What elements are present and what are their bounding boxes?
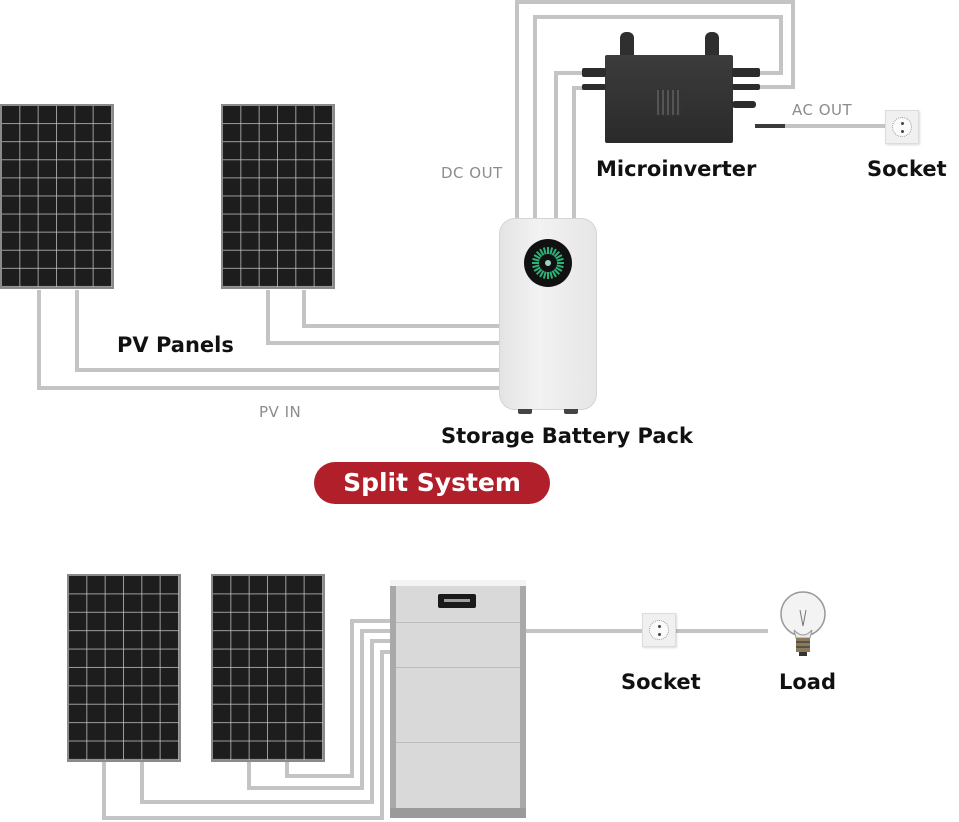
ac-out-label: AC OUT bbox=[792, 101, 853, 119]
battery-ring-tick bbox=[533, 266, 541, 272]
ac-wire-b2 bbox=[676, 629, 768, 633]
pv-wire-1 bbox=[37, 386, 500, 390]
split-system-badge: Split System bbox=[314, 462, 550, 504]
dc-wire-outer bbox=[515, 0, 795, 4]
battery-status-display bbox=[524, 239, 572, 287]
pv-wire-b4 bbox=[285, 760, 289, 778]
socket-label-top: Socket bbox=[867, 157, 947, 181]
pv-in-label: PV IN bbox=[259, 403, 302, 421]
battery-ring-tick bbox=[549, 247, 554, 255]
socket-top bbox=[885, 110, 919, 144]
pv-wire-b1 bbox=[102, 816, 384, 820]
battery-ring-tick bbox=[539, 248, 545, 256]
pv-wire-b4 bbox=[350, 619, 392, 623]
pv-panel-2 bbox=[221, 104, 335, 289]
pv-wire-b1 bbox=[102, 760, 106, 820]
pv-wire-1 bbox=[37, 290, 41, 390]
microinverter-connector bbox=[732, 68, 760, 77]
ac-out-wire bbox=[785, 124, 885, 128]
microinverter-heatsink bbox=[657, 90, 681, 115]
microinverter-connector bbox=[582, 68, 606, 77]
battery-ring-tick bbox=[532, 257, 540, 262]
battery-ring-tick bbox=[555, 266, 563, 272]
dc-out-label: DC OUT bbox=[441, 164, 503, 182]
pv-wire-b2 bbox=[370, 639, 374, 804]
battery-ring-tick bbox=[549, 271, 554, 279]
pv-wire-b3 bbox=[360, 629, 392, 633]
battery-ring-tick bbox=[551, 270, 557, 278]
pv-wire-b1 bbox=[380, 650, 392, 654]
battery-ring-tick bbox=[556, 264, 564, 269]
battery-ring-tick bbox=[533, 254, 541, 260]
pv-panel-1 bbox=[0, 104, 114, 289]
microinverter-connector bbox=[732, 84, 760, 90]
dc-wire-outer bbox=[515, 0, 519, 220]
ac-cable-dark bbox=[755, 124, 785, 128]
pv-wire-b2 bbox=[370, 639, 392, 643]
battery-ring-tick bbox=[542, 271, 547, 279]
pv-wire-b2 bbox=[140, 800, 374, 804]
socket-label-bottom: Socket bbox=[621, 670, 701, 694]
pv-panel-4 bbox=[211, 574, 325, 762]
battery-ring-tick bbox=[542, 247, 547, 255]
pv-wire-3 bbox=[266, 290, 270, 345]
battery-ring-tick bbox=[535, 250, 543, 258]
dc-wire-inner bbox=[779, 15, 783, 75]
pv-wire-b4 bbox=[285, 774, 353, 778]
all-in-one-battery bbox=[390, 580, 526, 818]
pv-wire-2 bbox=[75, 368, 500, 372]
microinverter-connector bbox=[582, 84, 606, 90]
dc-wire-inner bbox=[760, 71, 783, 75]
dc-wire-4 bbox=[572, 86, 576, 220]
dc-wire-outer bbox=[760, 85, 795, 89]
pv-wire-b2 bbox=[140, 760, 144, 804]
dc-wire-inner bbox=[533, 15, 537, 220]
battery-ring-tick bbox=[532, 264, 540, 269]
socket-icon bbox=[892, 117, 912, 137]
pv-wire-b3 bbox=[360, 629, 364, 790]
battery-ring-tick bbox=[556, 257, 564, 262]
pv-wire-4 bbox=[302, 290, 306, 328]
storage-battery-pack-label: Storage Battery Pack bbox=[441, 424, 693, 448]
dc-wire-3 bbox=[554, 71, 558, 220]
battery-ring-tick bbox=[555, 254, 563, 260]
battery-ring-tick bbox=[553, 268, 561, 276]
battery-screen bbox=[438, 594, 476, 608]
battery-ring-icon bbox=[532, 247, 564, 279]
pv-wire-b3 bbox=[247, 786, 363, 790]
storage-battery-pack bbox=[499, 218, 597, 414]
microinverter-connector bbox=[732, 101, 756, 108]
dc-wire-3 bbox=[554, 71, 584, 75]
pv-wire-4 bbox=[302, 324, 500, 328]
microinverter-label: Microinverter bbox=[596, 157, 757, 181]
battery-ring-tick bbox=[535, 268, 543, 276]
dc-wire-outer bbox=[791, 0, 795, 89]
pv-wire-3 bbox=[266, 341, 500, 345]
battery-ring-tick bbox=[551, 248, 557, 256]
load-label: Load bbox=[779, 670, 837, 694]
battery-ring-tick bbox=[553, 250, 561, 258]
socket-icon bbox=[649, 620, 669, 640]
battery-ring-tick bbox=[539, 270, 545, 278]
pv-panels-label: PV Panels bbox=[117, 333, 234, 357]
pv-wire-b4 bbox=[350, 619, 354, 778]
dc-wire-inner bbox=[533, 15, 783, 19]
dc-wire-4 bbox=[572, 86, 584, 90]
ac-wire-b1 bbox=[526, 629, 642, 633]
microinverter-hook-left bbox=[620, 32, 634, 58]
pv-wire-b3 bbox=[247, 760, 251, 790]
pv-panel-3 bbox=[67, 574, 181, 762]
pv-wire-2 bbox=[75, 290, 79, 372]
pv-wire-b1 bbox=[380, 650, 384, 820]
microinverter-hook-right bbox=[705, 32, 719, 58]
socket-bottom bbox=[642, 613, 676, 647]
lightbulb-icon bbox=[780, 591, 826, 656]
